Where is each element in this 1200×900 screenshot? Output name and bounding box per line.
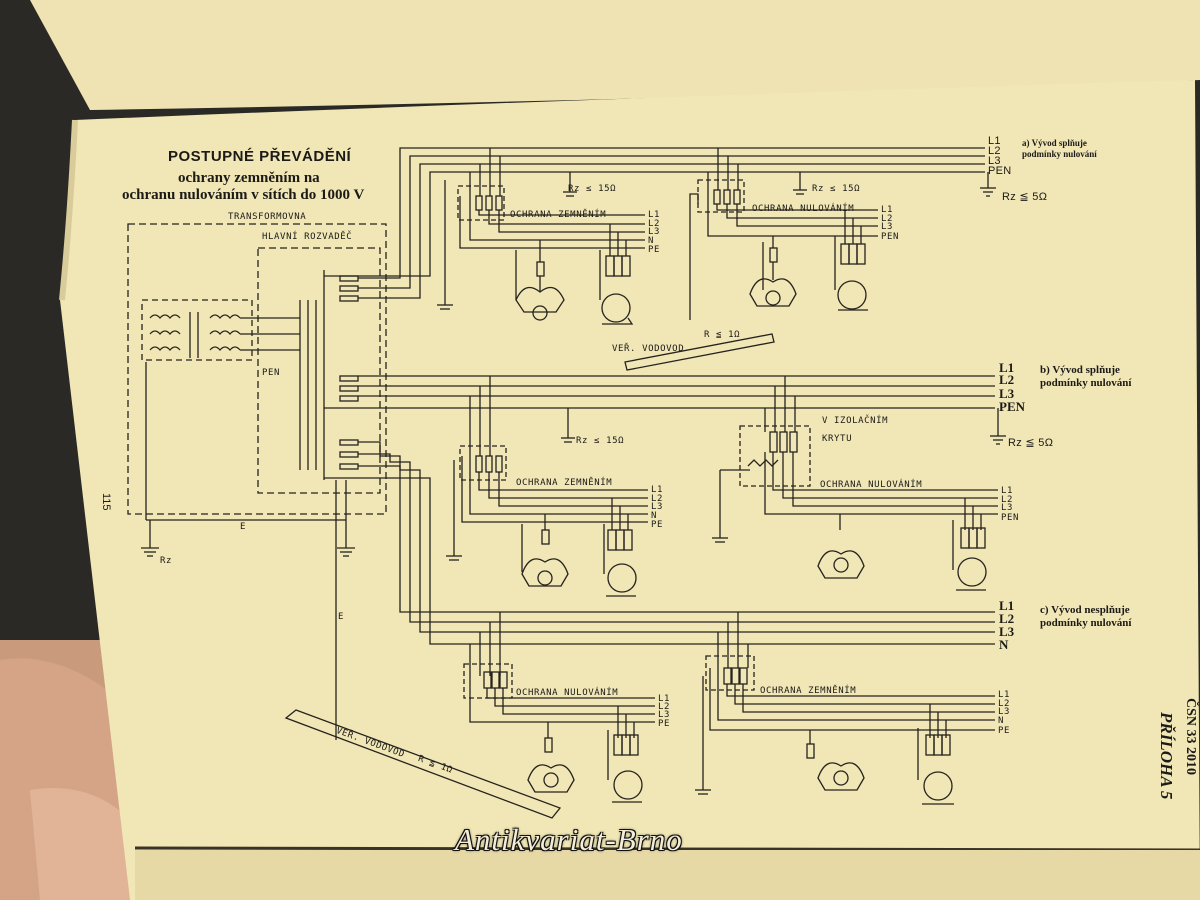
label-ochrana-zemnenim-a: OCHRANA ZEMNĚNÍM [510,210,607,220]
line-l2-c: L2 [999,611,1015,626]
side-csn: ČSN 33 2010 [1183,698,1198,776]
line-l1-c2: L1 [998,690,1011,700]
line-n-c2: N [998,716,1005,726]
line-l3-c2: L3 [998,707,1011,717]
line-l1-c: L1 [999,598,1015,613]
label-ver-vodovod-top: VEŘ. VODOVOD [612,344,685,354]
label-transformovna: TRANSFORMOVNA [228,212,307,222]
line-l2-a1: L2 [648,219,661,229]
label-rz: Rz [160,556,173,566]
water-pipe-bottom [284,709,562,819]
label-e-1: E [240,522,247,532]
line-pen-a: PEN [988,165,1012,177]
line-l3-b1: L3 [651,502,664,512]
line-l1-b2: L1 [1001,486,1014,496]
line-l2-b1: L2 [651,494,664,504]
line-l3-a2: L3 [881,222,894,232]
line-l2-a: L2 [988,145,1001,157]
label-ochrana-zemnenim-c: OCHRANA ZEMNĚNÍM [760,686,857,696]
line-pen-a2: PEN [881,232,900,242]
label-ochrana-zemnenim-b: OCHRANA ZEMNĚNÍM [516,478,613,488]
note-a: a) Vývod splňuje podmínky nulování [1022,138,1097,159]
note-c: c) Vývod nesplňuje podmínky nulování [1040,604,1132,629]
line-l3-a1: L3 [648,227,661,237]
line-l3-c: L3 [999,624,1015,639]
diagram-subtitle-2: ochranu nulováním v sítích do 1000 V [122,187,365,203]
page-number: 115 [100,493,112,511]
label-pen-main: PEN [262,368,281,378]
transformovna-box [127,223,387,515]
label-rz-15-a2: Rz ≤ 15Ω [812,184,861,194]
label-r1-top: R ≦ 1Ω [704,330,741,340]
line-n-c: N [999,637,1009,652]
hlavni-rozvadec-box [257,247,381,494]
watermark: Antikvariat-Brno [455,822,683,857]
label-ochrana-nulovanim-c: OCHRANA NULOVÁNÍM [516,688,619,698]
water-pipe-top [624,333,775,371]
label-v-izolacnim-krytu: V IZOLAČNÍM KRYTU [822,416,889,444]
line-l3-b2: L3 [1001,503,1014,513]
line-pen-b: PEN [999,399,1025,414]
side-priloha: PŘÍLOHA 5 [1157,712,1176,800]
line-pen-b2: PEN [1001,513,1020,523]
line-l1-b: L1 [999,360,1015,375]
line-pe-a1: PE [648,245,661,255]
note-b: b) Vývod splňuje podmínky nulování [1040,364,1132,389]
line-l2-c2: L2 [998,699,1011,709]
line-l1-b1: L1 [651,485,664,495]
label-ochrana-nulovanim-b: OCHRANA NULOVÁNÍM [820,480,923,490]
label-rz-15-a: Rz ≤ 15Ω [568,184,617,194]
line-l3-a: L3 [988,155,1001,167]
label-e-2: E [338,612,345,622]
line-l1-c1: L1 [658,694,671,704]
line-l2-b2: L2 [1001,495,1014,505]
line-n-a1: N [648,236,655,246]
line-n-b1: N [651,511,658,521]
line-l2-a2: L2 [881,214,894,224]
line-l1-a2: L1 [881,205,894,215]
diagram-title: POSTUPNÉ PŘEVÁDĚNÍ [168,148,352,165]
line-pe-b1: PE [651,520,664,530]
line-l1-a: L1 [988,135,1001,147]
label-rz-5-b: Rz ≦ 5Ω [1008,437,1054,449]
line-l1-a1: L1 [648,210,661,220]
line-l2-c1: L2 [658,702,671,712]
label-rz-5-a: Rz ≦ 5Ω [1002,191,1048,203]
transformer-coils [149,312,241,358]
label-rz-15-b: Rz ≤ 15Ω [576,436,625,446]
line-l3-c1: L3 [658,710,671,720]
line-pe-c2: PE [998,726,1011,736]
label-ochrana-nulovanim-a: OCHRANA NULOVÁNÍM [752,204,855,214]
line-pe-c1: PE [658,719,671,729]
line-l3-b: L3 [999,386,1015,401]
diagram-subtitle-1: ochrany zemněním na [178,170,320,186]
label-hlavni-rozvadec: HLAVNÍ ROZVADĚČ [262,232,353,242]
line-l2-b: L2 [999,372,1015,387]
